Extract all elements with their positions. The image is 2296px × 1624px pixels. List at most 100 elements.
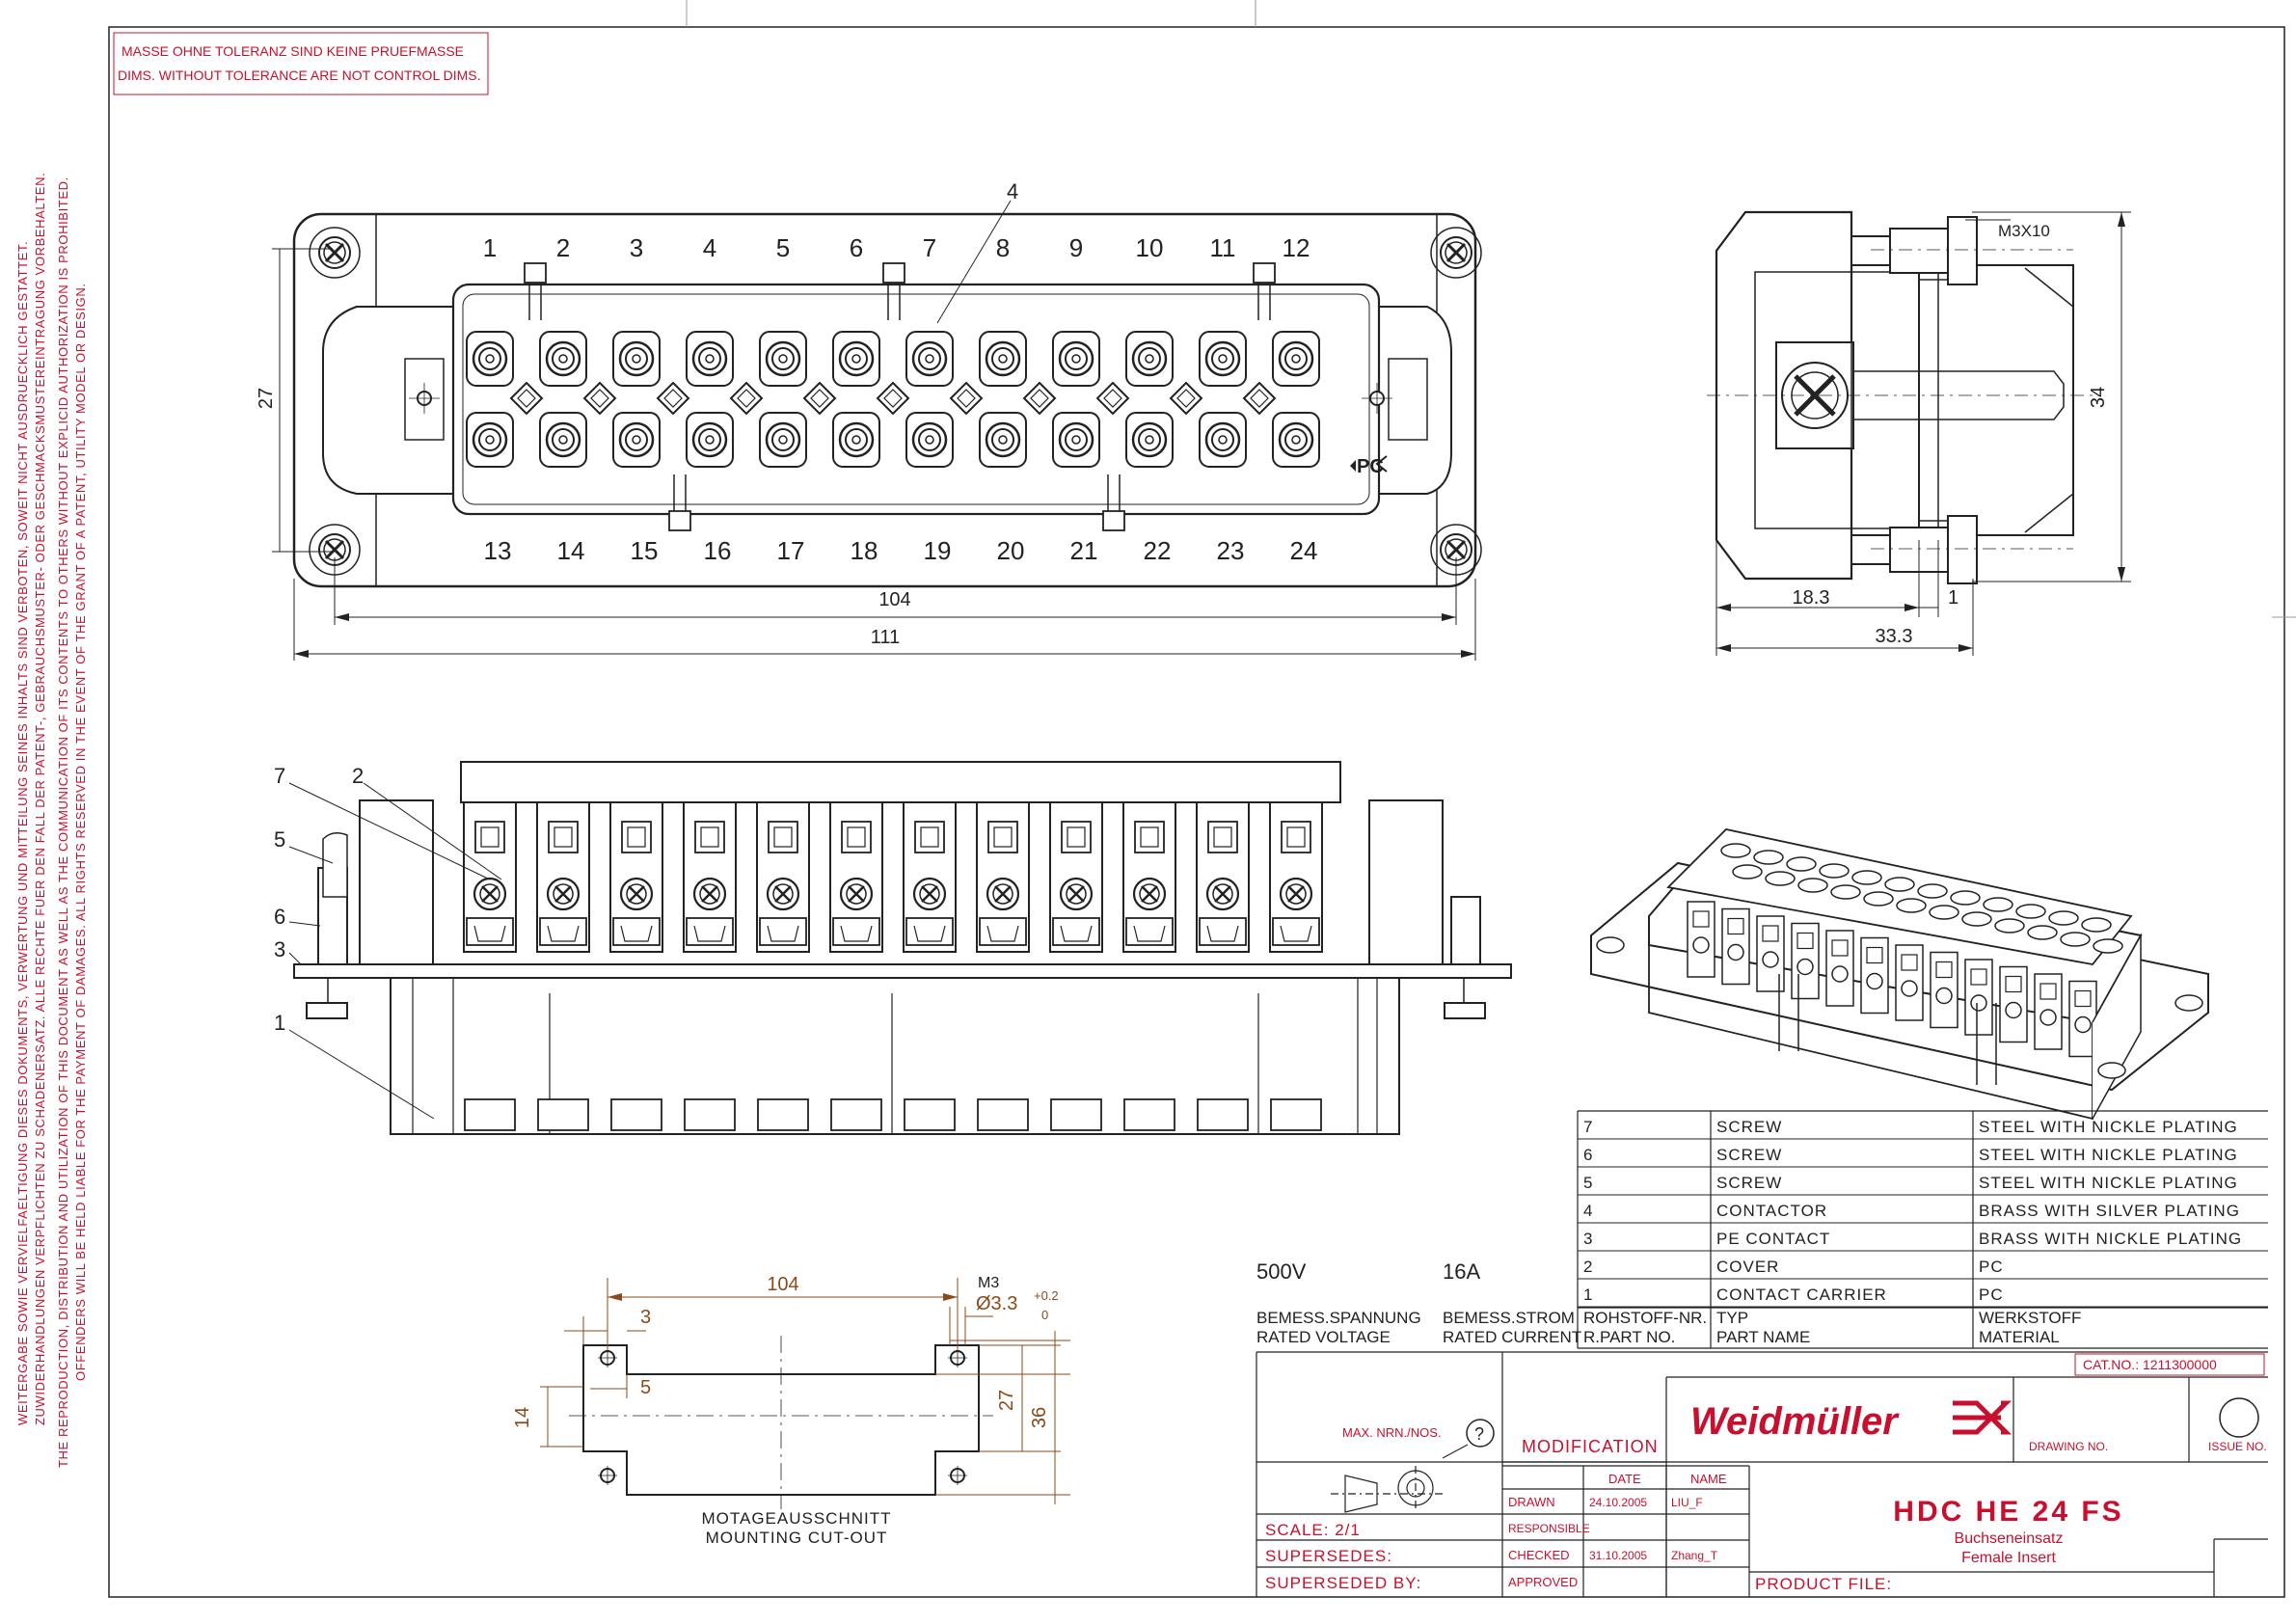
iso-terminal-slot [2039, 983, 2057, 1000]
terminal-foot [537, 1098, 589, 1131]
mounting-cutout: 104 3 5 14 27 36 M3 Ø3.3 +0.2 0 MOTAGEAU… [512, 1274, 1070, 1547]
date-label: DATE [1608, 1472, 1641, 1486]
iso-contact-cap [1753, 850, 1784, 865]
terminal-unit [975, 800, 1031, 954]
brand-logo-text: Weidmüller [1690, 1400, 1900, 1443]
front-top-number: 6 [850, 233, 863, 262]
side-dim-total: 33.3 [1876, 626, 1913, 647]
iso-terminal-screw [1866, 972, 1883, 990]
terminal-foot [977, 1098, 1029, 1131]
terminal-bottom-feet [464, 1098, 1322, 1131]
drawing-no-label: DRAWING NO. [2029, 1440, 2108, 1453]
copyright-note: WEITERGABE SOWIE VERVIELFAELTIGUNG DIESE… [15, 173, 88, 1468]
front-contact [1124, 411, 1175, 469]
copyright-line-1: WEITERGABE SOWIE VERVIELFAELTIGUNG DIESE… [15, 241, 30, 1425]
front-top-number: 10 [1136, 233, 1164, 262]
iso-contact-cap [1917, 883, 1948, 899]
terminal-unit [755, 800, 811, 954]
iso-contact-cap [1786, 856, 1817, 872]
front-contact [1051, 330, 1101, 388]
tolerance-note-en: DIMS. WITHOUT TOLERANCE ARE NOT CONTROL … [118, 68, 481, 83]
terminal-foot [904, 1098, 956, 1131]
drawn-date: 24.10.2005 [1589, 1496, 1647, 1509]
front-top-number: 1 [483, 233, 497, 262]
parts-row-material: BRASS WITH NICKLE PLATING [1979, 1230, 2242, 1248]
iso-terminal-slot [1762, 925, 1779, 942]
terminal-unit [1268, 800, 1324, 954]
iso-terminal-screw [1692, 936, 1710, 954]
front-contact [611, 330, 662, 388]
cutout-dim-outer-h: 36 [1029, 1407, 1050, 1428]
iso-terminal-screw [1935, 987, 1953, 1005]
rated-current-de: BEMESS.STROM [1443, 1309, 1575, 1327]
iso-contact-cap [1851, 870, 1882, 885]
iso-terminal-screw [1796, 958, 1814, 976]
parts-row-material: STEEL WITH NICKLE PLATING [1979, 1118, 2238, 1136]
front-bottom-number: 14 [557, 536, 585, 565]
terminal-foot [1123, 1098, 1175, 1131]
parts-header-type-en: PART NAME [1716, 1328, 1810, 1346]
side-dim-gap: 1 [1948, 587, 1958, 609]
front-contact [685, 411, 735, 469]
ratings: 500V 16A BEMESS.SPANNUNG RATED VOLTAGE B… [1256, 1259, 1581, 1346]
approved-label: APPROVED [1508, 1575, 1578, 1589]
front-top-number: 7 [923, 233, 936, 262]
parts-row-pos: 7 [1583, 1118, 1592, 1136]
front-bottom-number: 18 [851, 536, 878, 565]
brand-logo-icon [1953, 1400, 2012, 1435]
front-top-number: 3 [630, 233, 643, 262]
front-contact [1271, 330, 1321, 388]
terminal-foot [1270, 1098, 1322, 1131]
front-contact [1051, 411, 1101, 469]
iso-terminal-screw [2039, 1009, 2057, 1026]
iso-contact-cap [1819, 863, 1850, 879]
iso-contact-cap [2027, 925, 2058, 940]
copyright-line-2: ZUWIDERHANDLUNGEN VERPFLICHTEN ZU SCHADE… [33, 173, 47, 1425]
iso-terminal [1721, 907, 1750, 986]
side-dim-height: 34 [2088, 387, 2109, 408]
drawn-name: LIU_F [1671, 1496, 1703, 1509]
callout-2: 2 [352, 764, 364, 788]
front-top-number: 8 [996, 233, 1010, 262]
terminal-unit [902, 800, 958, 954]
front-top-number: 5 [776, 233, 790, 262]
front-dim-inner: 104 [878, 589, 910, 610]
scale-label: SCALE: 2/1 [1265, 1521, 1361, 1539]
name-label: NAME [1690, 1472, 1727, 1486]
terminal-foot [684, 1098, 736, 1131]
terminal-foot [1050, 1098, 1102, 1131]
terminal-unit [682, 800, 738, 954]
terminal-view: 7 2 5 6 3 1 [274, 761, 1512, 1135]
front-contact [465, 330, 515, 388]
iso-terminal-screw [1901, 980, 1918, 997]
iso-terminal-slot [1866, 946, 1883, 964]
parts-row-pos: 5 [1583, 1174, 1592, 1192]
iso-contact-cap [1830, 884, 1861, 900]
cutout-dim-width: 104 [767, 1274, 798, 1295]
iso-terminal-slot [2005, 975, 2022, 993]
parts-header-part-de: ROHSTOFF-NR. [1583, 1309, 1707, 1327]
iso-contact-cap [1732, 864, 1763, 880]
product-subtitle-en: Female Insert [1961, 1550, 2056, 1566]
parts-row-material: STEEL WITH NICKLE PLATING [1979, 1174, 2238, 1192]
callout-6: 6 [274, 905, 285, 929]
cutout-caption-en: MOUNTING CUT-OUT [706, 1529, 888, 1547]
projection-symbol-icon [1331, 1466, 1446, 1513]
terminal-foot [610, 1098, 662, 1131]
parts-row-material: STEEL WITH NICKLE PLATING [1979, 1146, 2238, 1164]
front-top-number: 12 [1283, 233, 1310, 262]
iso-contact-cap [2093, 938, 2123, 954]
iso-terminal-screw [2005, 1001, 2022, 1019]
front-contact [831, 411, 881, 469]
product-title: HDC HE 24 FS [1893, 1496, 2123, 1528]
front-contact [758, 411, 808, 469]
terminal-unit [462, 800, 518, 954]
parts-row-name: SCREW [1716, 1146, 1782, 1164]
front-bottom-number: 21 [1070, 536, 1098, 565]
superseded-by-label: SUPERSEDED BY: [1265, 1574, 1421, 1592]
product-subtitle-de: Buchseneinsatz [1955, 1530, 2064, 1547]
supersedes-label: SUPERSEDES: [1265, 1547, 1392, 1565]
iso-contact-cap [1961, 911, 1992, 927]
